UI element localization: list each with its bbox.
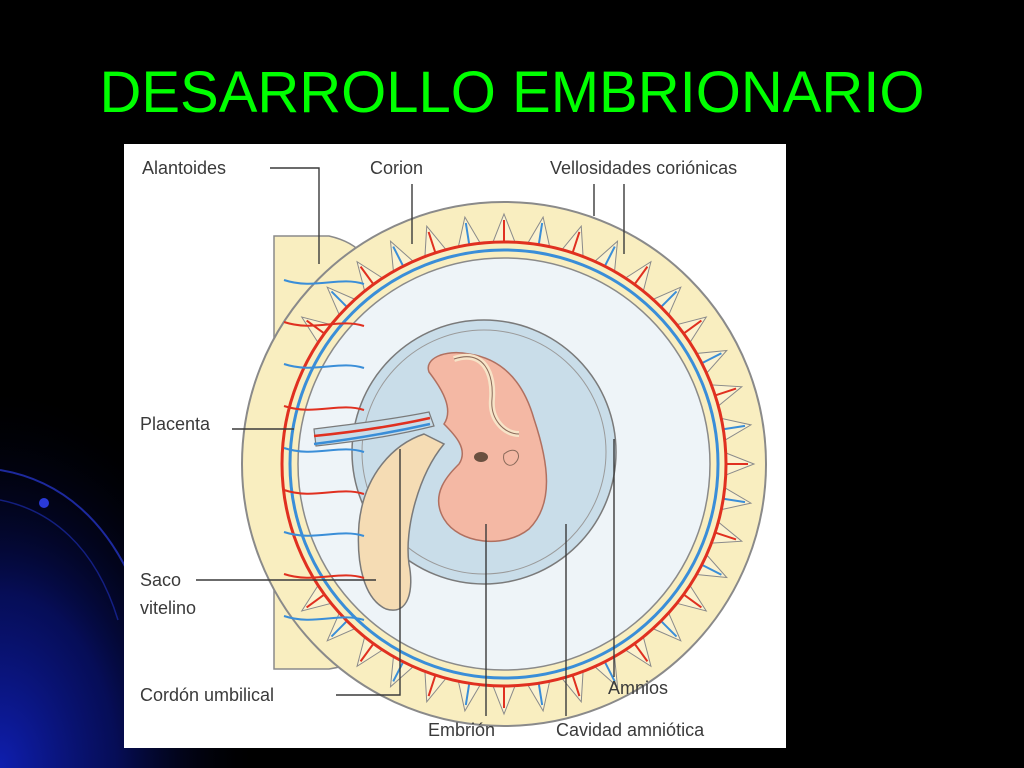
villus-vessel [427,231,437,254]
villus-vessel [537,683,544,706]
leader-vellosidades [593,184,625,254]
villus-vessel [660,620,678,638]
embryo-heart [474,452,488,462]
embryo-neural-tube [453,356,520,435]
placental-vessel [283,321,365,327]
placental-vessel [283,447,365,453]
villus-vessel [359,266,375,285]
villus-vessel [571,231,581,254]
villus-vessel [683,319,702,335]
leader-cordon [336,449,401,696]
embryo-diagram: Alantoides Corion Vellosidades coriónica… [124,144,786,748]
label-cavidad-amniotica: Cavidad amniótica [556,720,705,740]
villus-vessel [603,246,616,267]
villus-vessel [392,661,405,682]
embryo-limb-bud [503,449,519,466]
placental-vessel [283,531,365,537]
label-cordon-umbilical: Cordón umbilical [140,685,274,705]
label-corion: Corion [370,158,423,178]
villus-vessel [660,290,678,308]
chorionic-villi [300,212,756,716]
leader-alantoides [270,167,320,264]
villus-vessel [306,593,325,609]
villus-vessel [306,319,325,335]
label-vellosidades: Vellosidades coriónicas [550,158,737,178]
villus-vessel [359,643,375,662]
label-saco-vitelino-line1: Saco [140,570,181,590]
placental-vessel [283,405,365,411]
umbilical-artery [313,416,431,438]
villus-vessel [714,531,737,541]
villus-vessel [714,387,737,397]
chorion-vein [288,248,720,680]
villus-vessel [723,424,746,431]
placental-vessel [283,363,365,369]
villus-vessel [392,246,405,267]
villus-vessel [427,674,437,697]
background-dot [39,498,49,508]
chorion-artery [280,240,728,688]
villus-vessel [683,593,702,609]
villus-vessel [723,497,746,504]
villus-vessel [537,222,544,245]
villus-vessel [464,222,471,245]
villus-vessel [701,352,722,365]
placenta-vessels [283,279,365,621]
villus-vessel [464,683,471,706]
placental-vessel [283,489,365,495]
villus-vessel [330,290,348,308]
embryo-diagram-svg: Alantoides Corion Vellosidades coriónica… [140,158,767,740]
background-swoosh [0,499,119,621]
slide-title: DESARROLLO EMBRIONARIO [99,60,925,125]
embryo [427,352,548,542]
placental-vessel [283,279,365,285]
villus-vessel [571,674,581,697]
yolk-sac [357,433,446,611]
placental-vessel [283,573,365,579]
villus-vessel [330,620,348,638]
label-embrion: Embrión [428,720,495,740]
label-alantoides: Alantoides [142,158,226,178]
umbilical-vein [313,422,431,446]
label-amnios: Amnios [608,678,668,698]
label-placenta: Placenta [140,414,211,434]
villus-vessel [701,563,722,576]
villus-vessel [633,643,649,662]
placental-vessel [283,615,365,621]
villus-vessel [603,661,616,682]
label-saco-vitelino-line2: vitelino [140,598,196,618]
villus-vessel [633,266,649,285]
